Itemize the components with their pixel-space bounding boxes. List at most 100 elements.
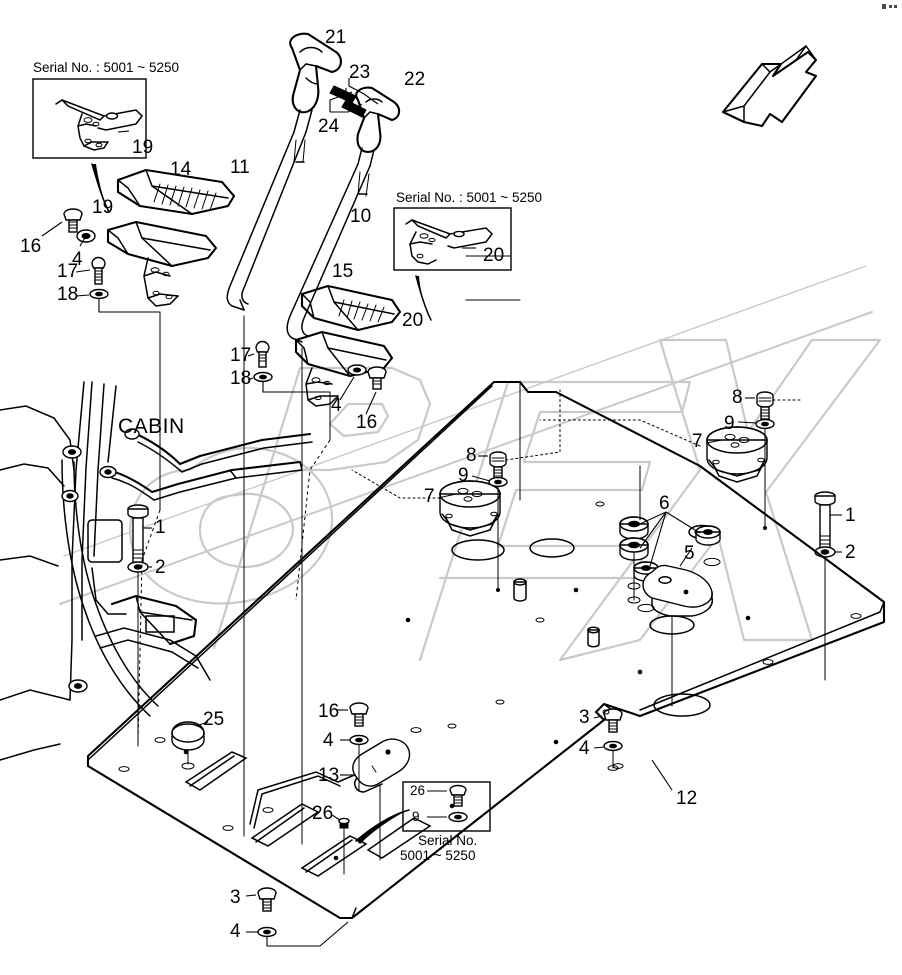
bolt-3-right <box>602 708 623 733</box>
bolt-16-upper <box>63 208 83 233</box>
callout-6: 6 <box>659 493 670 514</box>
bolt-17-upper <box>91 256 106 285</box>
pedal-arm-20 <box>294 330 394 407</box>
bushing-6-a <box>619 516 649 540</box>
callout-26: 26 <box>312 803 334 824</box>
callout-25: 25 <box>203 709 225 730</box>
callout-24: 24 <box>318 116 340 137</box>
washer-4-lower <box>347 364 367 376</box>
clip-26 <box>338 817 350 829</box>
leader-6-d <box>665 511 701 534</box>
callout-8-left: 8 <box>466 445 477 466</box>
bracket-13 <box>352 738 411 793</box>
leader-4-bottom-run <box>266 921 349 947</box>
leader-6-c <box>649 511 667 567</box>
callout-16-upper: 16 <box>20 236 42 257</box>
inset-box-26-9-artwork <box>402 781 491 832</box>
leader-16-upper <box>41 221 63 237</box>
callout-14: 14 <box>170 159 192 180</box>
callout-17-lower: 17 <box>230 345 252 366</box>
leader-18-run-lower <box>262 382 330 393</box>
callout-2-left: 2 <box>155 557 166 578</box>
washer-4-bracket <box>349 734 369 746</box>
leader-26 <box>331 814 341 821</box>
inset-26-pointer <box>355 809 410 844</box>
inset-20-pointer <box>415 275 432 321</box>
leader-9-left <box>471 475 491 482</box>
washer-9-right <box>755 418 775 430</box>
callout-9-left: 9 <box>458 465 469 486</box>
bolt-16-bracket <box>349 702 369 727</box>
leader-24 <box>329 91 353 112</box>
callout-9-inset: 9 <box>412 809 420 824</box>
long-bolt-1-left <box>127 504 149 567</box>
lever-knob-21 <box>289 32 342 133</box>
callout-4-upper: 4 <box>72 249 83 270</box>
callout-15: 15 <box>332 261 354 282</box>
callout-16-bracket: 16 <box>318 701 340 722</box>
callout-19: 19 <box>92 197 114 218</box>
inset-box-20-artwork <box>393 207 512 271</box>
callout-19-inset: 19 <box>132 137 154 158</box>
leader-17-lower <box>247 353 255 357</box>
control-rod-11 <box>226 131 307 311</box>
callout-7-left: 7 <box>424 486 435 507</box>
leader-5 <box>679 547 693 567</box>
damper-mount-7-left <box>439 480 501 537</box>
inset-20-caption: Serial No. : 5001 ~ 5250 <box>396 190 542 205</box>
callout-12: 12 <box>676 788 698 809</box>
callout-3-right: 3 <box>579 707 590 728</box>
dotted-connectors <box>351 389 801 499</box>
callout-1-left: 1 <box>155 517 166 538</box>
oval-mount-plate-5 <box>642 564 714 617</box>
callout-22: 22 <box>404 69 426 90</box>
inset-19-pointer <box>91 163 110 213</box>
control-rod-10 <box>286 163 371 343</box>
bushing-6-b <box>619 537 649 561</box>
washer-9-left <box>488 476 508 488</box>
leader-4-lower <box>339 376 355 401</box>
pedal-pad-15 <box>300 284 402 332</box>
callout-4-lower: 4 <box>331 395 342 416</box>
callout-26-inset: 26 <box>410 783 426 798</box>
callout-8-right: 8 <box>732 387 743 408</box>
bolt-3-bottom <box>257 887 277 912</box>
leader-9-right <box>737 421 758 424</box>
assembly-dashed-lines <box>137 439 331 743</box>
callout-20: 20 <box>402 310 424 331</box>
leader-12 <box>651 759 673 791</box>
long-bolt-1-right <box>814 491 836 552</box>
inset-26-caption-line2: 5001 ~ 5250 <box>400 848 476 863</box>
region-label-cabin: CABIN <box>118 415 185 438</box>
callout-4-bracket: 4 <box>323 730 334 751</box>
leader-18-upper <box>75 294 90 297</box>
callout-23: 23 <box>349 62 371 83</box>
callout-21: 21 <box>325 27 347 48</box>
pedal-pad-14 <box>116 168 236 216</box>
inset-26-caption-line1: Serial No. <box>418 833 478 848</box>
lever-knob-22 <box>355 86 401 167</box>
leader-3-right <box>593 715 603 719</box>
inset-19-caption: Serial No. : 5001 ~ 5250 <box>33 60 179 75</box>
washer-18-lower <box>253 371 273 383</box>
leader-18-run <box>98 299 160 313</box>
leader-18-lower <box>247 377 254 381</box>
washer-4-bottom <box>257 926 277 938</box>
callout-18-upper: 18 <box>57 284 79 305</box>
callout-4-right: 4 <box>579 738 590 759</box>
leader-16-lower <box>365 391 377 415</box>
callout-16-lower: 16 <box>356 412 378 433</box>
bolt-8-right <box>756 391 774 420</box>
leader-4-right-plate <box>593 746 605 749</box>
front-arrow-icon <box>721 44 818 128</box>
leader-7-left <box>437 493 457 499</box>
callout-13: 13 <box>318 765 340 786</box>
bolt-16-lower <box>367 366 387 390</box>
callout-4-bottom: 4 <box>230 921 241 942</box>
leader-23 <box>348 78 379 105</box>
callout-11: 11 <box>230 157 250 178</box>
leader-25 <box>195 721 209 727</box>
callout-2-right: 2 <box>845 542 856 563</box>
leader-6-a <box>639 511 667 525</box>
